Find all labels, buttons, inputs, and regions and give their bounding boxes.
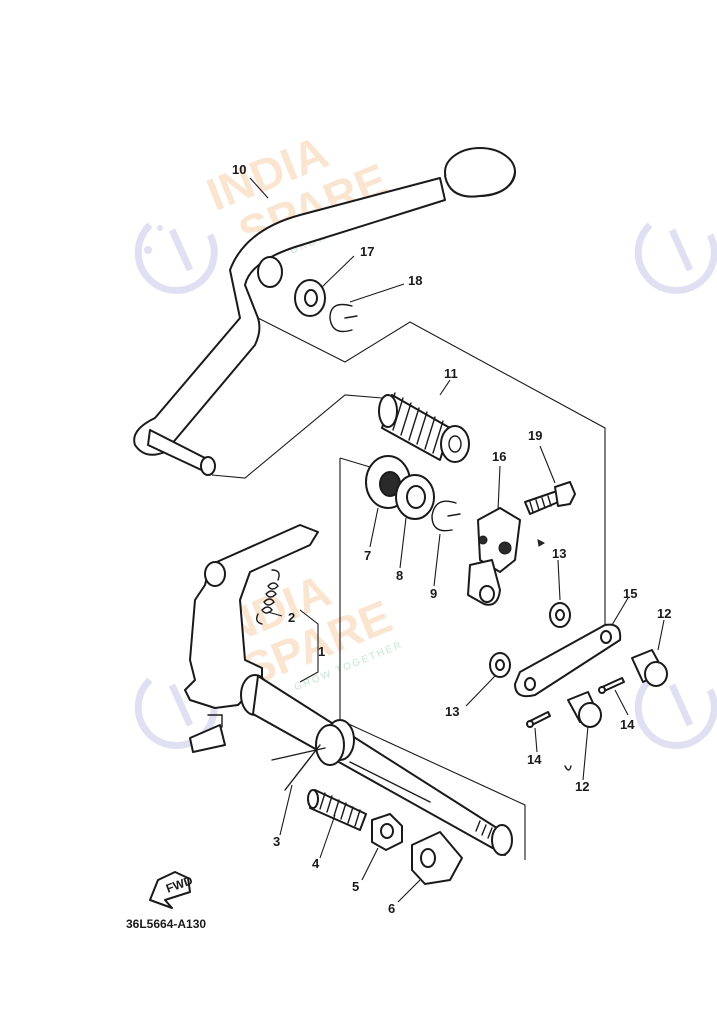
arrow-mark bbox=[537, 539, 546, 547]
label-part-15: 15 bbox=[623, 586, 637, 601]
part-16-lever-arm bbox=[467, 507, 521, 606]
label-part-16: 16 bbox=[492, 449, 506, 464]
label-part-5: 5 bbox=[352, 879, 359, 894]
fwd-arrow-icon: FWD bbox=[149, 871, 195, 909]
label-part-4: 4 bbox=[312, 856, 320, 871]
part-7-seal bbox=[365, 455, 411, 509]
label-part-3: 3 bbox=[273, 834, 280, 849]
label-part-8: 8 bbox=[396, 568, 403, 583]
label-part-13-lower: 13 bbox=[445, 704, 459, 719]
part-19-bolt bbox=[524, 481, 576, 515]
part-17-washer bbox=[294, 279, 326, 317]
part-12-pin-right bbox=[631, 649, 668, 687]
part-9-circlip bbox=[431, 500, 461, 532]
label-part-12-lower: 12 bbox=[575, 779, 589, 794]
part-8-washer bbox=[395, 474, 435, 520]
label-part-17: 17 bbox=[360, 244, 374, 259]
part-13-washer-upper bbox=[549, 602, 571, 628]
part-14-cotter-pin-right bbox=[598, 677, 625, 694]
leader-lines bbox=[249, 177, 665, 903]
part-5-nut bbox=[371, 813, 403, 851]
part-11-spring bbox=[378, 392, 470, 463]
part-6-stopper-plate bbox=[411, 831, 463, 885]
label-part-19: 19 bbox=[528, 428, 542, 443]
part-10-shift-pedal bbox=[133, 147, 516, 476]
part-2-spring bbox=[255, 569, 280, 625]
label-part-12-right: 12 bbox=[657, 606, 671, 621]
part-18-circlip bbox=[329, 303, 358, 333]
label-part-6: 6 bbox=[388, 901, 395, 916]
part-12-pin-lower bbox=[567, 691, 602, 728]
part-4-stud bbox=[307, 789, 367, 831]
label-part-1: 1 bbox=[318, 644, 325, 659]
part-13-washer-lower bbox=[489, 652, 511, 678]
label-part-7: 7 bbox=[364, 548, 371, 563]
wrench-logo-icon bbox=[134, 222, 218, 294]
wrench-logo-bottom-icon bbox=[134, 677, 218, 749]
label-part-14-right: 14 bbox=[620, 717, 635, 732]
part-3-torsion-spring bbox=[271, 719, 355, 791]
label-part-9: 9 bbox=[430, 586, 437, 601]
label-part-11: 11 bbox=[444, 366, 458, 381]
label-part-2: 2 bbox=[288, 610, 295, 625]
small-mark bbox=[564, 765, 572, 771]
shift-shaft bbox=[240, 674, 513, 856]
label-part-14-left: 14 bbox=[527, 752, 542, 767]
label-part-10: 10 bbox=[232, 162, 246, 177]
part-14-cotter-pin-left bbox=[526, 711, 551, 728]
part-number-labels: 1 2 3 4 5 6 7 8 9 10 11 12 12 13 13 14 1… bbox=[232, 162, 671, 916]
wrench-logo-bottom-right-icon bbox=[634, 677, 717, 749]
assembly-frame-lines bbox=[211, 317, 606, 860]
drawing-code: 36L5664-A130 bbox=[126, 917, 206, 931]
label-part-13-upper: 13 bbox=[552, 546, 566, 561]
label-part-18: 18 bbox=[408, 273, 422, 288]
wrench-logo-right-icon bbox=[634, 222, 717, 294]
